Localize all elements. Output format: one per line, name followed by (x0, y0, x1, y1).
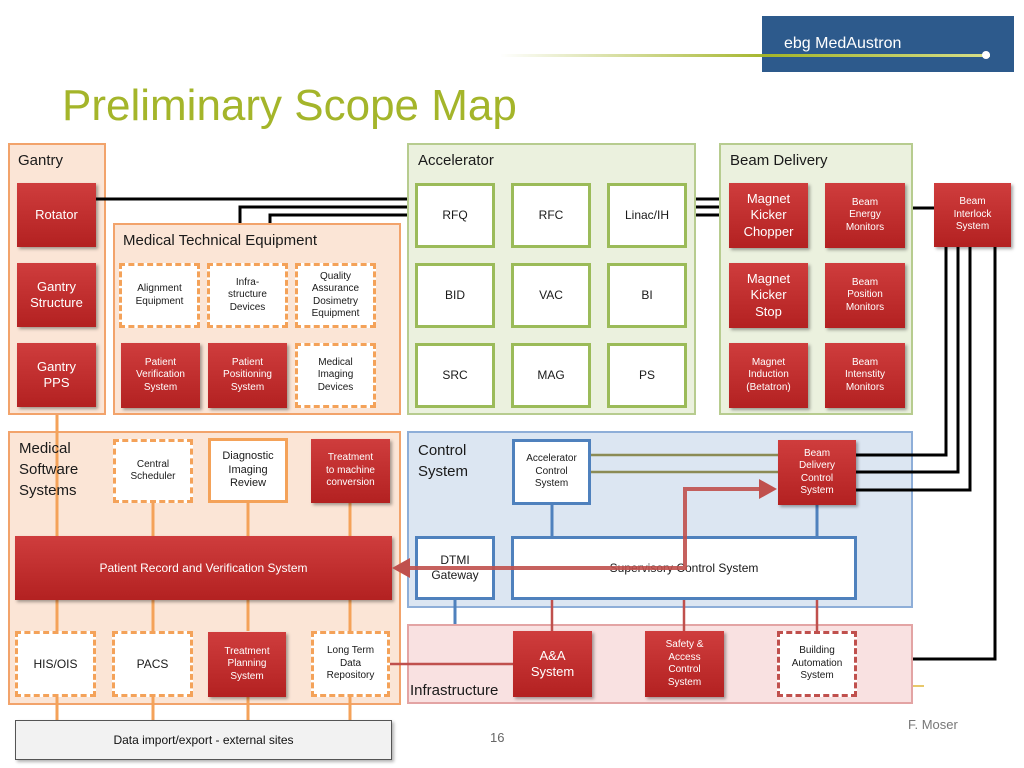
magnet-kicker-chopper-box: Magnet Kicker Chopper (729, 183, 808, 248)
rotator-box: Rotator (17, 183, 96, 247)
beam-interlock-system-box: Beam Interlock System (934, 183, 1011, 247)
treatment-to-machine-conversion-box: Treatment to machine conversion (311, 439, 390, 503)
src-box: SRC (415, 343, 495, 408)
accelerator-label: Accelerator (418, 152, 494, 169)
wire (856, 246, 948, 457)
control-system-label: Control System (418, 442, 469, 480)
beam-delivery-label: Beam Delivery (730, 152, 828, 169)
beam-delivery-control-system-box: Beam Delivery Control System (778, 440, 856, 505)
slide-title: Preliminary Scope Map (62, 81, 517, 130)
safety-access-control-system-box: Safety & Access Control System (645, 631, 724, 697)
accelerator-control-system-box: Accelerator Control System (512, 439, 591, 505)
aa-system-box: A&A System (513, 631, 592, 697)
patient-positioning-system-box: Patient Positioning System (208, 343, 287, 408)
magnet-kicker-stop-box: Magnet Kicker Stop (729, 263, 808, 328)
long-term-data-repository-box: Long Term Data Repository (311, 631, 390, 697)
diagnostic-imaging-review-box: Diagnostic Imaging Review (208, 438, 288, 503)
wire (856, 246, 960, 474)
patient-record-verification-system-box: Patient Record and Verification System (15, 536, 392, 600)
logo: ebg MedAustron (762, 16, 1014, 72)
rfq-box: RFQ (415, 183, 495, 248)
logo-rule (500, 54, 990, 57)
treatment-planning-system-box: Treatment Planning System (208, 632, 286, 697)
gantry-structure-box: Gantry Structure (17, 263, 96, 327)
beam-position-monitors-box: Beam Position Monitors (825, 263, 905, 328)
wire (268, 213, 407, 223)
infrastructure-label: Infrastructure (410, 682, 499, 699)
bid-box: BID (415, 263, 495, 328)
mag-box: MAG (511, 343, 591, 408)
qa-dosimetry-equipment-box: Quality Assurance Dosimetry Equipment (295, 263, 376, 328)
ps-box: PS (607, 343, 687, 408)
building-automation-system-box: Building Automation System (777, 631, 857, 697)
beam-energy-monitors-box: Beam Energy Monitors (825, 183, 905, 248)
magnet-induction-betatron-box: Magnet Induction (Betatron) (729, 343, 808, 408)
dtmi-gateway-box: DTMI Gateway (415, 536, 495, 600)
rfc-box: RFC (511, 183, 591, 248)
gantry-pps-box: Gantry PPS (17, 343, 96, 407)
vac-box: VAC (511, 263, 591, 328)
his-ois-box: HIS/OIS (15, 631, 96, 697)
medical-software-systems-label: Medical Software Systems (19, 440, 79, 499)
logo-rule-dot (982, 51, 990, 59)
author: F. Moser (908, 717, 958, 732)
wire (238, 205, 407, 223)
gantry-label: Gantry (18, 152, 64, 169)
bi-box: BI (607, 263, 687, 328)
wire (856, 246, 972, 492)
patient-verification-system-box: Patient Verification System (121, 343, 200, 408)
central-scheduler-box: Central Scheduler (113, 439, 193, 503)
supervisory-control-system-box: Supervisory Control System (511, 536, 857, 600)
pacs-box: PACS (112, 631, 193, 697)
medical-technical-equipment-label: Medical Technical Equipment (123, 232, 317, 249)
data-import-export-box: Data import/export - external sites (15, 720, 392, 760)
beam-intensity-monitors-box: Beam Intenstity Monitors (825, 343, 905, 408)
infrastructure-devices-box: Infra- structure Devices (207, 263, 288, 328)
linac-ih-box: Linac/IH (607, 183, 687, 248)
wire (913, 246, 997, 661)
page-number: 16 (490, 730, 505, 745)
alignment-equipment-box: Alignment Equipment (119, 263, 200, 328)
medical-imaging-devices-box: Medical Imaging Devices (295, 343, 376, 408)
logo-text: ebg MedAustron (784, 35, 902, 52)
